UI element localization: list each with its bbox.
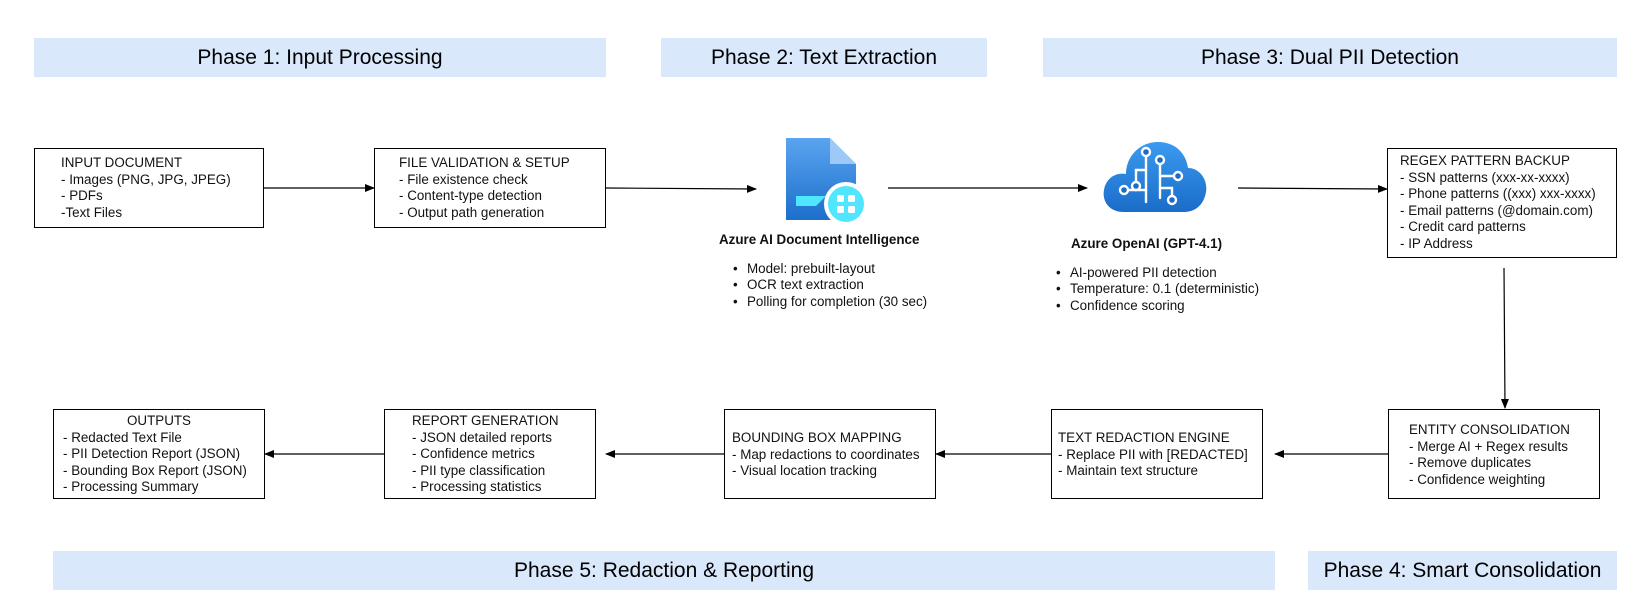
list-item: Images (PNG, JPG, JPEG) [61,172,263,189]
entity-consolidation-title: ENTITY CONSOLIDATION [1409,422,1570,437]
regex-backup-title: REGEX PATTERN BACKUP [1400,153,1570,168]
list-item: Credit card patterns [1400,219,1616,236]
arrow-regex-to-consolidation [1500,267,1509,409]
list-item: Temperature: 0.1 (deterministic) [1056,281,1259,298]
input-document-box: INPUT DOCUMENT Images (PNG, JPG, JPEG) P… [34,148,264,228]
regex-backup-box: REGEX PATTERN BACKUP SSN patterns (xxx-x… [1387,148,1617,258]
list-item: OCR text extraction [733,277,927,294]
list-item: Phone patterns ((xxx) xxx-xxxx) [1400,186,1616,203]
list-item: Content-type detection [399,188,605,205]
list-item: Confidence metrics [412,446,595,463]
list-item: Replace PII with [REDACTED] [1058,447,1262,464]
list-item: Text Files [61,205,263,222]
list-item: Maintain text structure [1058,463,1262,480]
list-item: PII Detection Report (JSON) [63,446,264,463]
report-generation-title: REPORT GENERATION [412,413,559,428]
openai-name: Azure OpenAI (GPT-4.1) [1071,236,1223,251]
document-intelligence-icon [782,136,872,233]
list-item: Polling for completion (30 sec) [733,294,927,311]
list-item: Confidence weighting [1409,472,1599,489]
list-item: JSON detailed reports [412,430,595,447]
text-redaction-box: TEXT REDACTION ENGINE Replace PII with [… [1051,409,1263,499]
outputs-box: OUTPUTS Redacted Text File PII Detection… [53,409,265,499]
list-item: Redacted Text File [63,430,264,447]
bounding-box-mapping-title: BOUNDING BOX MAPPING [732,430,902,445]
list-item: AI-powered PII detection [1056,265,1259,282]
arrow-openai-to-regex [1237,184,1388,193]
phase-3-banner: Phase 3: Dual PII Detection [1043,38,1617,77]
bounding-box-mapping-box: BOUNDING BOX MAPPING Map redactions to c… [724,409,936,499]
arrow-validation-to-docintel [605,184,757,193]
phase-4-banner: Phase 4: Smart Consolidation [1308,551,1617,590]
document-intelligence-name: Azure AI Document Intelligence [719,232,920,247]
phase-5-banner: Phase 5: Redaction & Reporting [53,551,1275,590]
list-item: Confidence scoring [1056,298,1259,315]
cloud-ai-icon [1102,140,1208,221]
text-redaction-title: TEXT REDACTION ENGINE [1058,430,1230,445]
phase-2-banner: Phase 2: Text Extraction [661,38,987,77]
list-item: PII type classification [412,463,595,480]
list-item: Processing Summary [63,479,264,496]
openai-info: Azure OpenAI (GPT-4.1) AI-powered PII de… [1056,236,1259,314]
entity-consolidation-box: ENTITY CONSOLIDATION Merge AI + Regex re… [1388,409,1600,499]
list-item: Bounding Box Report (JSON) [63,463,264,480]
document-intelligence-info: Azure AI Document Intelligence Model: pr… [719,232,927,310]
list-item: Processing statistics [412,479,595,496]
report-generation-box: REPORT GENERATION JSON detailed reports … [384,409,596,499]
input-document-title: INPUT DOCUMENT [61,155,183,170]
list-item: Model: prebuilt-layout [733,261,927,278]
list-item: PDFs [61,188,263,205]
list-item: Visual location tracking [732,463,935,480]
list-item: IP Address [1400,236,1616,253]
list-item: File existence check [399,172,605,189]
outputs-title: OUTPUTS [127,413,191,428]
list-item: Map redactions to coordinates [732,447,935,464]
file-validation-box: FILE VALIDATION & SETUP File existence c… [374,148,606,228]
list-item: Remove duplicates [1409,455,1599,472]
list-item: Output path generation [399,205,605,222]
list-item: Merge AI + Regex results [1409,439,1599,456]
list-item: Email patterns (@domain.com) [1400,203,1616,220]
list-item: SSN patterns (xxx-xx-xxxx) [1400,170,1616,187]
file-validation-title: FILE VALIDATION & SETUP [399,155,570,170]
phase-1-banner: Phase 1: Input Processing [34,38,606,77]
